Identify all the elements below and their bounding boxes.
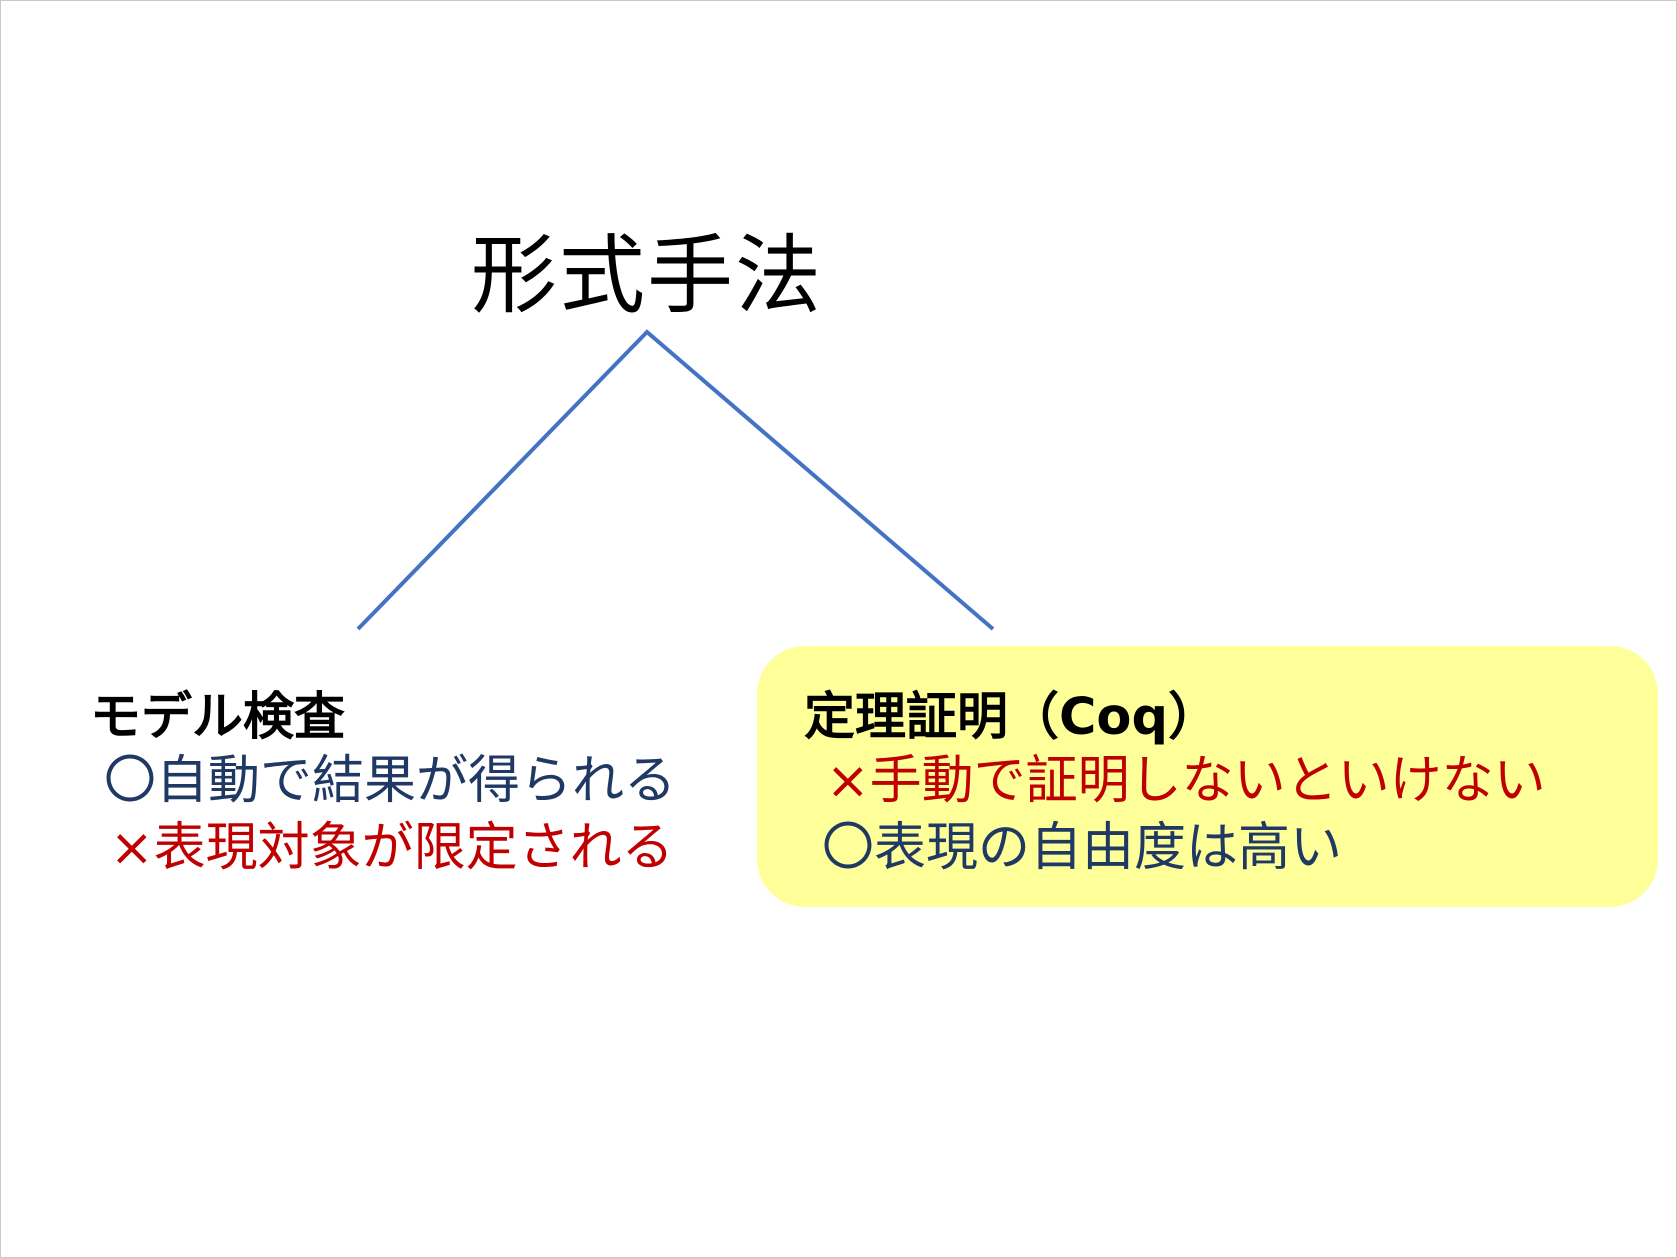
diagram-title: 形式手法 bbox=[471, 226, 823, 326]
left-heading: モデル検査 bbox=[90, 688, 346, 747]
left-item-pro: 〇自動で結果が得られる bbox=[104, 751, 677, 811]
right-heading: 定理証明（Coq） bbox=[804, 688, 1219, 747]
left-item-con: ×表現対象が限定される bbox=[110, 818, 674, 878]
highlight-box bbox=[757, 646, 1658, 907]
right-item-pro: 〇表現の自由度は高い bbox=[822, 818, 1343, 878]
branch-lines bbox=[356, 329, 995, 631]
right-item-con: ×手動で証明しないといけない bbox=[826, 751, 1546, 811]
